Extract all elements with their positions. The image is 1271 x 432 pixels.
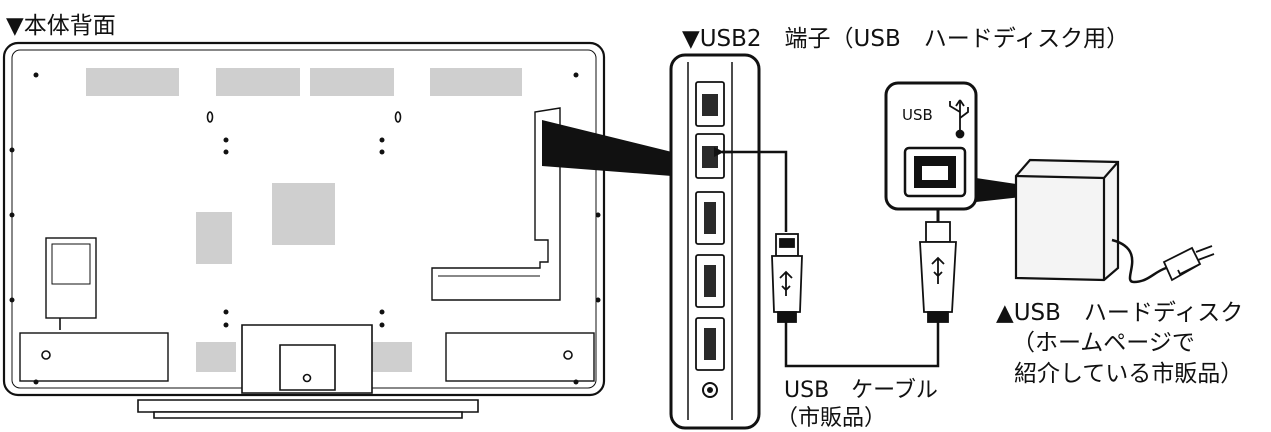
usb-port-title: ▼USB2 端子（USB ハードディスク用）	[682, 26, 1130, 52]
usb-cable	[714, 147, 940, 368]
hdd-sublabel-2: 紹介している市販品）	[1014, 361, 1244, 387]
tv-back-panel	[2, 41, 606, 419]
hdd-label: ▲USB ハードディスク	[996, 300, 1244, 326]
power-cord	[1111, 238, 1167, 284]
usb-trident-icon	[949, 99, 969, 139]
usb-a-plug-icon	[771, 233, 803, 323]
hdd-sublabel-1: （ホームページで	[1012, 330, 1195, 356]
usb-b-plug-icon	[919, 221, 957, 323]
tv-hook-marks	[206, 111, 402, 123]
callout-wedge	[542, 120, 672, 176]
back-title: ▼本体背面	[6, 13, 116, 39]
usb-port-strip	[669, 53, 761, 430]
cable-sublabel: （市販品）	[776, 406, 887, 431]
cable-label: USB ケーブル	[784, 378, 938, 403]
usb-hard-disk	[1014, 158, 1120, 282]
ac-plug-icon	[1162, 245, 1215, 282]
usb-marking-label: USB	[902, 106, 933, 124]
hdd-port-callout	[884, 81, 978, 211]
